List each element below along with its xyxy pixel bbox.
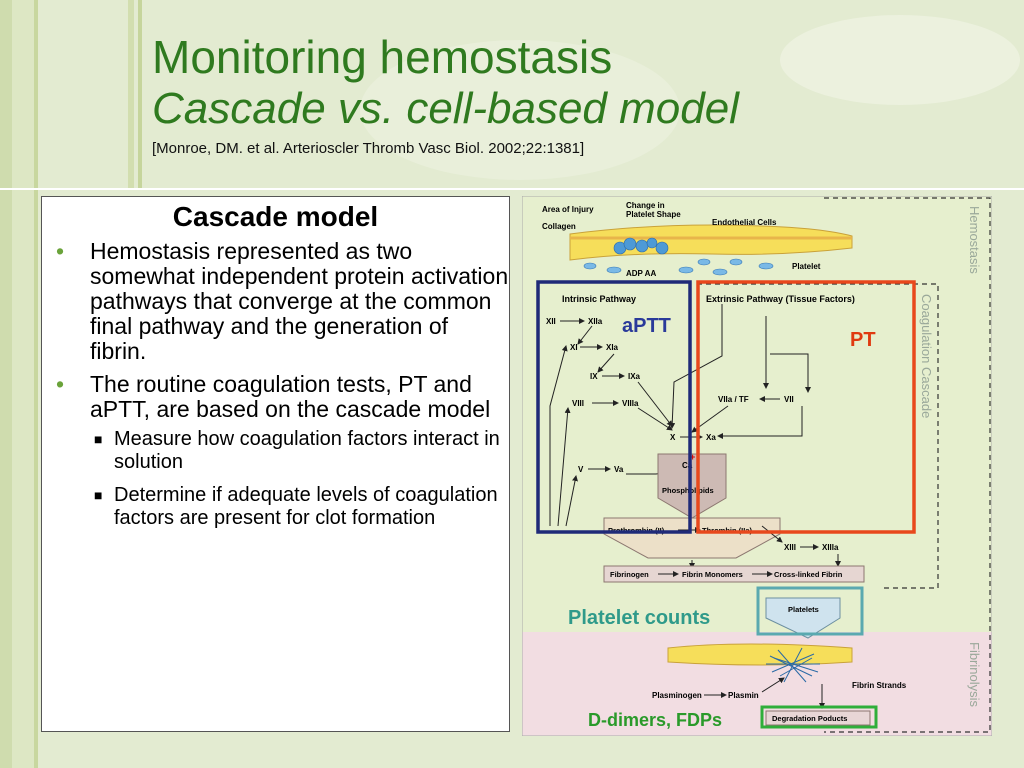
bullet-item: • Hemostasis represented as two somewhat… — [56, 239, 509, 364]
factor-vii: VII — [784, 395, 794, 404]
square-bullet-icon: ■ — [94, 487, 103, 503]
bullet-list: • Hemostasis represented as two somewhat… — [42, 239, 509, 530]
label-area-of-injury: Area of Injury — [542, 205, 594, 214]
factor-xa: Xa — [706, 433, 716, 442]
label-adp-aa: ADP AA — [626, 269, 656, 278]
label-phospholipids: Phospholipids — [662, 486, 714, 495]
hemostasis-boundary — [824, 197, 991, 733]
diagram-svg: Area of Injury Collagen Change in Platel… — [521, 195, 993, 737]
factor-xi: XI — [570, 343, 578, 352]
sub-bullet-text: Determine if adequate levels of coagulat… — [114, 484, 498, 529]
label-fibrinogen: Fibrinogen — [610, 570, 649, 579]
sub-bullet-list: ■ Measure how coagulation factors intera… — [90, 428, 509, 530]
citation: [Monroe, DM. et al. Arterioscler Thromb … — [152, 140, 585, 157]
aptt-label: aPTT — [622, 315, 671, 337]
label-platelet: Platelet — [792, 262, 821, 271]
label-extrinsic: Extrinsic Pathway (Tissue Factors) — [706, 294, 855, 304]
factor-ixa: IXa — [628, 372, 641, 381]
bullet-text: Hemostasis represented as two somewhat i… — [90, 238, 509, 364]
platelet-count-box — [756, 586, 864, 636]
label-plasmin: Plasmin — [728, 691, 759, 700]
label-platelets: Platelets — [788, 605, 819, 614]
degradation-block — [765, 710, 871, 726]
side-label-coagulation: Coagulation Cascade — [919, 294, 934, 418]
label-change-shape-2: Platelet Shape — [626, 210, 681, 219]
factor-xia: XIa — [606, 343, 619, 352]
sub-bullet-item: ■ Measure how coagulation factors intera… — [70, 428, 509, 474]
label-ca: Ca — [682, 461, 693, 470]
thrombin-block — [603, 517, 781, 559]
side-label-hemostasis: Hemostasis — [967, 206, 982, 274]
factor-va: Va — [614, 465, 624, 474]
factor-viia-tf: VIIa / TF — [718, 395, 749, 404]
label-fibrin-strands: Fibrin Strands — [852, 681, 907, 690]
fibrin-row — [603, 565, 865, 583]
label-plus: + — [690, 452, 695, 462]
factor-viiia: VIIIa — [622, 399, 639, 408]
slide-title: Monitoring hemostasis — [152, 31, 613, 83]
pt-label: PT — [850, 329, 876, 351]
coagulation-boundary — [697, 283, 939, 589]
ddimer-box — [760, 705, 878, 729]
panel-heading: Cascade model — [172, 201, 379, 232]
factor-xiii: XIII — [784, 543, 796, 552]
cascade-model-panel: Cascade model • Hemostasis represented a… — [41, 196, 510, 732]
bullet-text: The routine coagulation tests, PT and aP… — [90, 371, 491, 422]
factor-xii: XII — [546, 317, 556, 326]
bullet-dot-icon: • — [56, 238, 65, 264]
pt-box — [696, 280, 916, 534]
label-intrinsic: Intrinsic Pathway — [562, 294, 636, 304]
slide-subtitle: Cascade vs. cell-based model — [152, 84, 739, 133]
factor-v: V — [578, 465, 584, 474]
label-collagen: Collagen — [542, 222, 576, 231]
label-fibrin-monomers: Fibrin Monomers — [682, 570, 743, 579]
factor-x: X — [670, 433, 676, 442]
sub-bullet-item: ■ Determine if adequate levels of coagul… — [70, 484, 509, 530]
square-bullet-icon: ■ — [94, 431, 103, 447]
fibrin-mesh-icon — [766, 647, 820, 683]
phospholipid-block — [657, 453, 727, 519]
bullet-item: • The routine coagulation tests, PT and … — [56, 372, 509, 530]
sub-bullet-text: Measure how coagulation factors interact… — [114, 428, 500, 473]
platelet-cluster-icon — [613, 237, 669, 255]
factor-xiiia: XIIIa — [822, 543, 839, 552]
endothelium-bottom — [667, 643, 853, 666]
label-crosslinked: Cross-linked Fibrin — [774, 570, 843, 579]
platelet-counts-label: Platelet counts — [568, 607, 710, 629]
factor-viii: VIII — [572, 399, 584, 408]
label-endothelial: Endothelial Cells — [712, 218, 777, 227]
platelets-block — [765, 597, 841, 639]
title-area: Monitoring hemostasis Cascade vs. cell-b… — [152, 30, 739, 157]
coagulation-diagram: Area of Injury Collagen Change in Platel… — [521, 195, 993, 737]
bullet-dot-icon: • — [56, 371, 65, 397]
label-degradation: Degradation Poducts — [772, 714, 847, 723]
ddimers-label: D-dimers, FDPs — [588, 710, 722, 730]
side-label-fibrinolysis: Fibrinolysis — [967, 642, 982, 708]
label-change-shape: Change in — [626, 201, 665, 210]
factor-ix: IX — [590, 372, 598, 381]
label-plasminogen: Plasminogen — [652, 691, 702, 700]
platelets-icon — [583, 258, 774, 276]
factor-xiia: XIIa — [588, 317, 603, 326]
aptt-box — [536, 280, 692, 534]
